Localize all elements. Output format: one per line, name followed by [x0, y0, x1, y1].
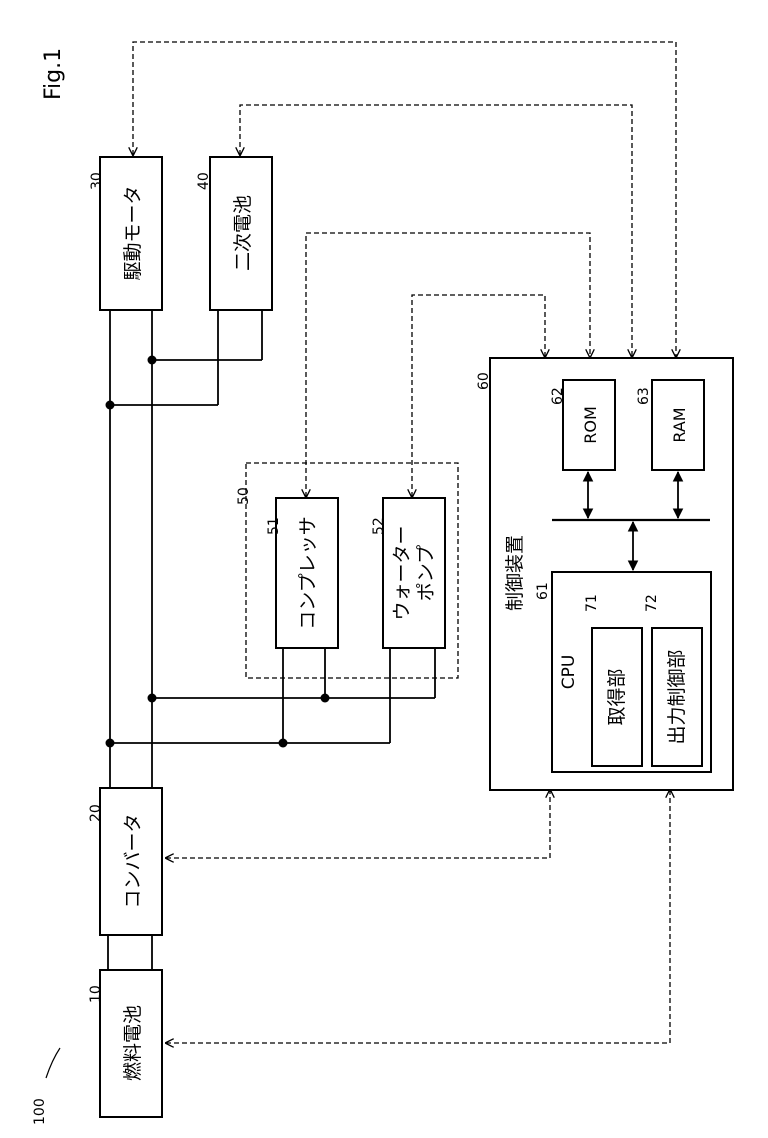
system-ref: 100: [32, 1098, 48, 1125]
fuel-cell-ref: 10: [88, 985, 104, 1003]
fuel-cell-block: 燃料電池 10: [88, 970, 162, 1117]
controller-ref: 60: [476, 372, 492, 390]
cpu-label: CPU: [559, 655, 579, 690]
secondary-battery-label: 二次電池: [232, 195, 254, 271]
fuel-cell-label: 燃料電池: [122, 1005, 144, 1081]
acquisition-unit-label: 取得部: [606, 668, 628, 725]
drive-motor-label: 駆動モータ: [122, 185, 144, 280]
controller-label: 制御装置: [504, 535, 526, 611]
drive-motor-ref: 30: [89, 172, 105, 190]
converter-ref: 20: [88, 804, 104, 822]
compressor-ref: 51: [266, 517, 282, 535]
rom-ref: 62: [550, 387, 566, 405]
system-ref-leader: [46, 1048, 60, 1078]
cpu-ref: 61: [535, 582, 551, 600]
acquisition-unit-ref: 71: [584, 594, 600, 612]
junction-dot: [106, 739, 115, 748]
ram-ref: 63: [636, 387, 652, 405]
converter-block: コンバータ 20: [88, 788, 162, 935]
secondary-battery-block: 二次電池 40: [196, 157, 272, 310]
auxiliary-group-ref: 50: [236, 487, 252, 505]
drive-motor-block: 駆動モータ 30: [89, 157, 162, 310]
water-pump-ref: 52: [371, 517, 387, 535]
ram-label: RAM: [670, 407, 689, 442]
compressor-block: コンプレッサ 51: [266, 498, 338, 648]
output-control-unit-ref: 72: [644, 594, 660, 612]
junction-dot: [321, 694, 330, 703]
water-pump-label-line2: ポンプ: [415, 545, 437, 601]
junction-dot: [148, 356, 157, 365]
compressor-label: コンプレッサ: [297, 516, 319, 629]
controller-block: 60 制御装置 ROM 62 RAM 63 CPU 61 取得部 71 出力制御…: [476, 358, 733, 790]
junction-dot: [279, 739, 288, 748]
water-pump-label-line1: ウォーター: [391, 525, 413, 620]
junction-dot: [148, 694, 157, 703]
output-control-unit-label: 出力制御部: [666, 649, 688, 744]
figure-label: Fig.1: [41, 48, 66, 100]
converter-label: コンバータ: [122, 813, 144, 908]
junction-dot: [106, 401, 115, 410]
secondary-battery-ref: 40: [196, 172, 212, 190]
water-pump-block: ウォーター ポンプ 52: [371, 498, 445, 648]
rom-label: ROM: [581, 406, 600, 444]
